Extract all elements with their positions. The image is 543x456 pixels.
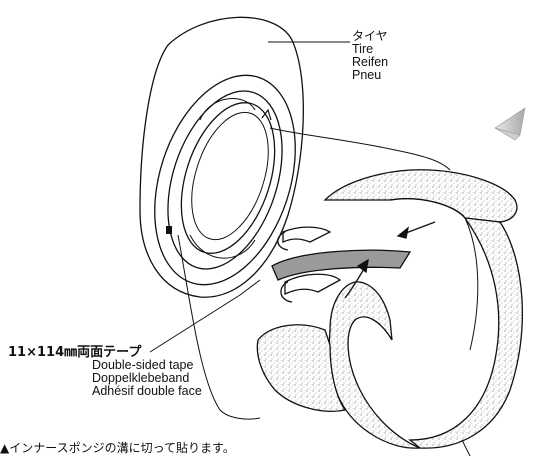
foam-outer-wall	[410, 218, 522, 448]
tape-callout: 11×114㎜両面テープ Double-sided tape Doppelkle…	[8, 346, 202, 398]
arrow-into-tape-head	[398, 228, 408, 238]
tire-callout: タイヤ Tire Reifen Pneu	[352, 30, 388, 82]
foam-inner-edge	[465, 218, 478, 350]
tape-leader	[150, 295, 240, 352]
bottom-note: ▲インナースポンジの溝に切って貼ります。	[0, 442, 235, 455]
tape-strip-middle	[272, 250, 410, 280]
tape-strip-bottom	[285, 274, 340, 294]
foam-leader	[462, 440, 470, 456]
tape-label-fr: Adhésif double face	[92, 385, 202, 398]
foam-inner-wall	[329, 282, 420, 448]
tire-tab-marker	[166, 226, 172, 234]
inner-foam-ring	[257, 170, 522, 448]
foam-top-face	[325, 170, 517, 222]
tire-label-fr: Pneu	[352, 69, 388, 82]
tape-strip-top	[283, 227, 330, 242]
direction-arrow-icon	[495, 108, 525, 140]
